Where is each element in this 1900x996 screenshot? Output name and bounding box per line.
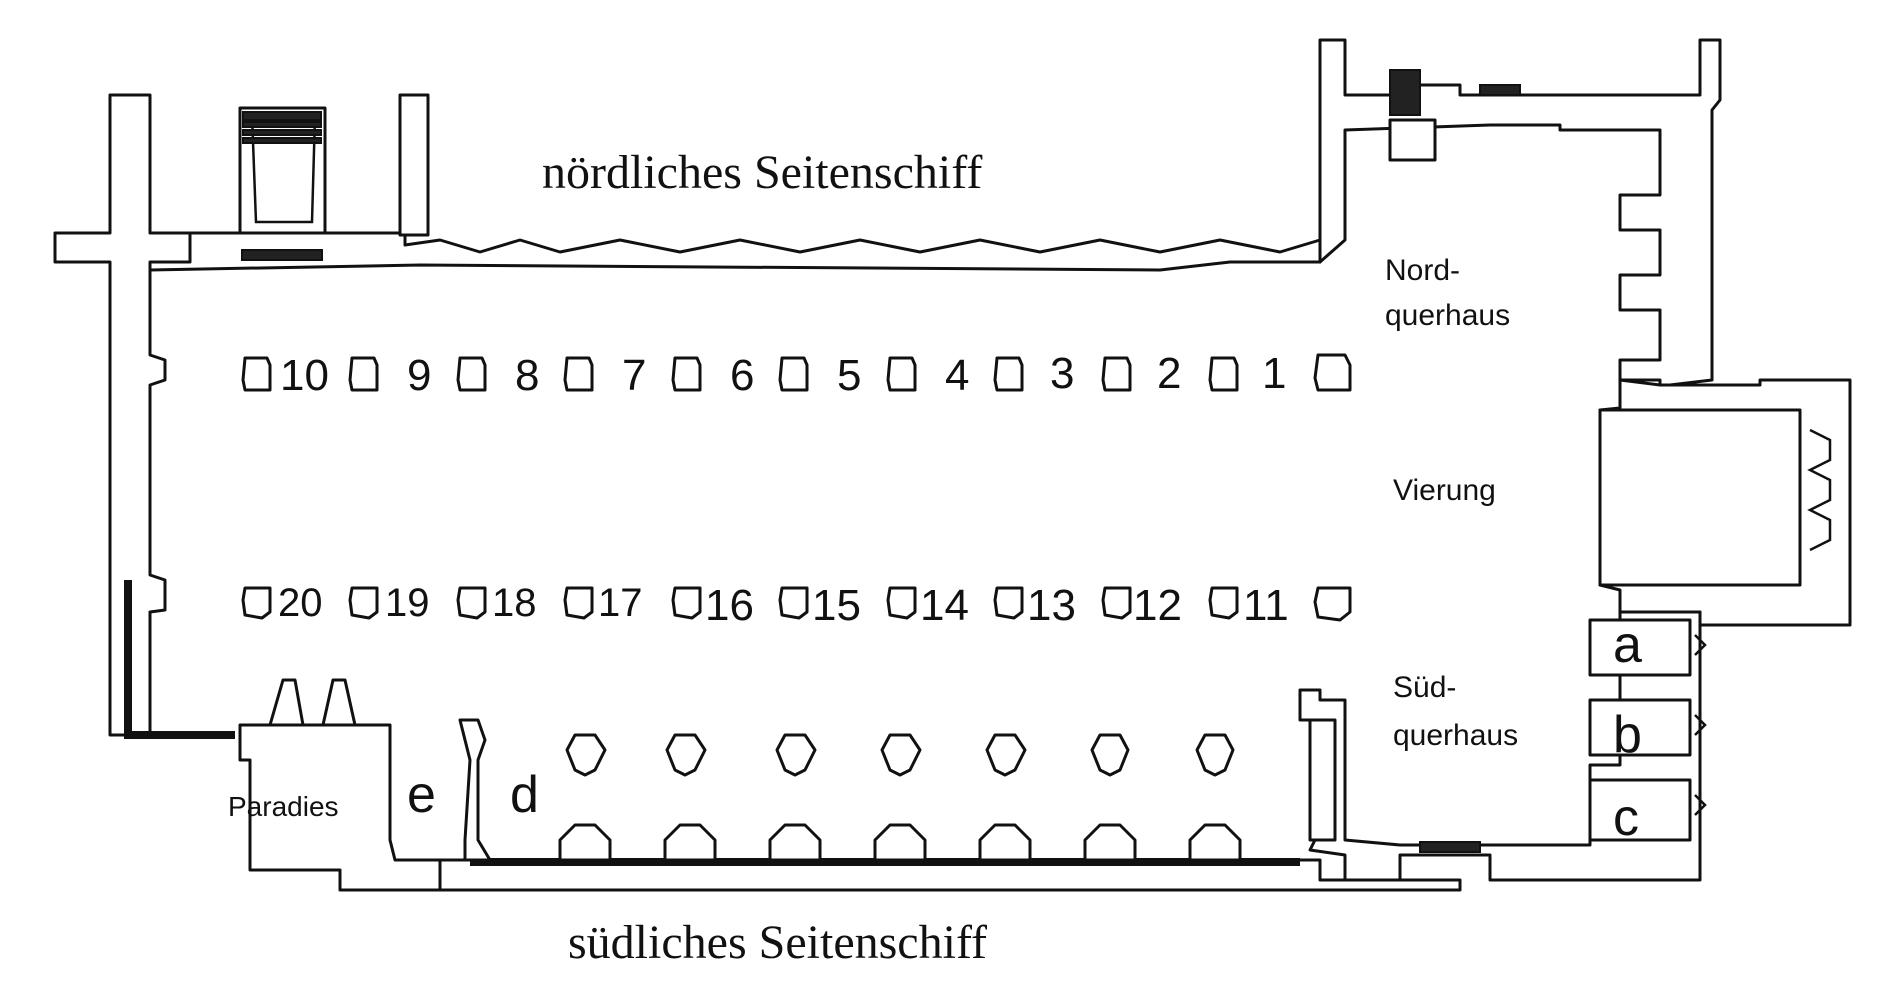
aisle-letter: d — [510, 766, 539, 824]
pier-number: 4 — [945, 351, 969, 400]
pier-number: 20 — [278, 581, 323, 625]
north-stair — [1389, 69, 1421, 116]
pier-number: 5 — [837, 351, 861, 400]
pier-number: 2 — [1157, 349, 1181, 398]
north-door — [1479, 84, 1521, 96]
south-aisle-label: südliches Seitenschiff — [568, 916, 987, 969]
north-pier-row — [241, 353, 1352, 392]
pier-number: 10 — [280, 351, 329, 400]
pier-number: 17 — [598, 581, 643, 625]
south-buttresses — [558, 823, 1242, 862]
west-thick-wall — [124, 580, 235, 739]
west-wall — [53, 93, 192, 737]
chapel-c — [1588, 778, 1692, 842]
north-transept-label-line2: querhaus — [1385, 299, 1510, 332]
crossing-window — [1807, 428, 1832, 552]
outer-walls — [53, 38, 1852, 892]
north-transept-label-line1: Nord- — [1385, 254, 1460, 287]
aisle-letter: e — [407, 766, 436, 824]
crossing-label: Vierung — [1393, 474, 1496, 507]
pier-number: 14 — [920, 581, 969, 630]
south-pier-row — [241, 586, 1352, 622]
north-stair-base — [1388, 118, 1437, 162]
pier-number: 15 — [812, 581, 861, 630]
porch-gables — [268, 678, 357, 727]
chapel-letters: a b c — [1613, 616, 1642, 847]
pier-number: 12 — [1133, 581, 1182, 630]
north-buttress — [398, 93, 430, 237]
aisle-letters: e d — [407, 766, 539, 824]
chapel-letter: a — [1613, 616, 1642, 674]
pier-number: 11 — [1243, 581, 1289, 630]
tower-base — [241, 249, 323, 261]
pier-number: 19 — [385, 581, 430, 625]
paradise-label: Paradies — [228, 791, 339, 822]
south-transept-label-line2: querhaus — [1393, 719, 1518, 752]
pier-number: 3 — [1050, 349, 1074, 398]
north-aisle-label: nördliches Seitenschiff — [542, 146, 982, 199]
tower-steps — [242, 111, 322, 144]
pier-number: 8 — [515, 351, 539, 400]
north-pier-numbers: 10 9 8 7 6 5 4 3 2 1 — [280, 349, 1286, 400]
pier-number: 9 — [407, 351, 431, 400]
north-wall — [108, 231, 1322, 272]
pier-number: 7 — [622, 351, 646, 400]
paradies-wall — [238, 723, 442, 892]
pier-number: 18 — [492, 581, 537, 625]
chapel-b — [1588, 698, 1692, 757]
south-pier-numbers: 20 19 18 17 16 15 14 13 12 11 — [278, 581, 1289, 630]
south-transept-label-line1: Süd- — [1393, 671, 1456, 704]
chapel-a — [1588, 618, 1692, 677]
pier-number: 6 — [730, 351, 754, 400]
pier-number: 13 — [1027, 581, 1076, 630]
south-aisle-east-wall — [1308, 718, 1337, 842]
chapel-letter: b — [1613, 706, 1642, 764]
south-aisle-piers — [565, 733, 1235, 777]
chapel-letter: c — [1613, 789, 1639, 847]
pier-number: 16 — [705, 581, 754, 630]
aisle-e-d-divider — [458, 718, 492, 862]
chapel-windows — [1694, 634, 1707, 816]
south-door — [1419, 841, 1481, 853]
pier-number: 1 — [1262, 349, 1286, 398]
crossing-square — [1598, 408, 1802, 587]
